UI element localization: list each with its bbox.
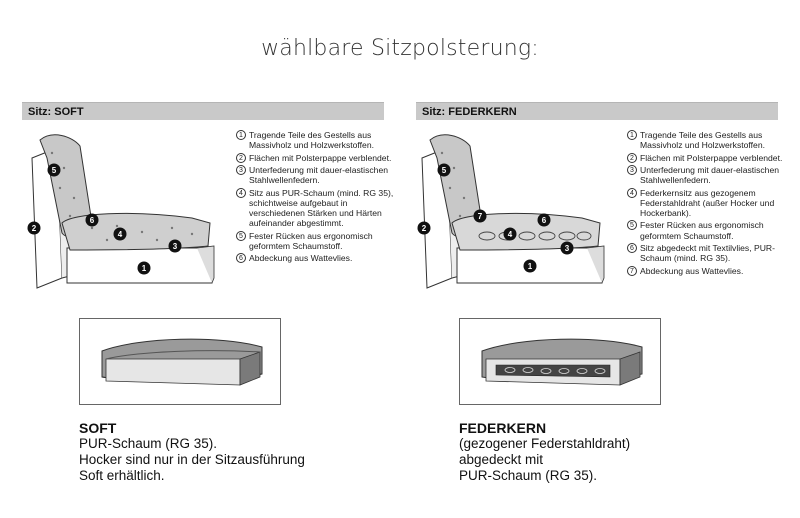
soft-caption-line: Hocker sind nur in der Sitzausführung — [79, 452, 305, 467]
marker-5: 5 — [52, 166, 57, 175]
federkern-caption-line: (gezogener Federstahldraht) — [459, 436, 631, 451]
marker-1: 1 — [142, 264, 147, 273]
federkern-caption: FEDERKERN (gezogener Federstahldraht) ab… — [459, 420, 630, 484]
federkern-cushion-illustration — [459, 318, 661, 405]
marker-4: 4 — [118, 230, 123, 239]
soft-seat-cross-section: 5 2 6 4 3 1 — [27, 134, 215, 289]
marker-5: 5 — [442, 166, 447, 175]
marker-2: 2 — [422, 224, 427, 233]
federkern-caption-line: abgedeckt mit — [459, 452, 544, 467]
marker-4: 4 — [508, 230, 513, 239]
page-title: wählbare Sitzpolsterung: — [261, 36, 539, 61]
federkern-panel-header: Sitz: FEDERKERN — [416, 102, 778, 120]
soft-caption-line: PUR-Schaum (RG 35). — [79, 436, 218, 451]
marker-7: 7 — [478, 212, 483, 221]
marker-3: 3 — [565, 244, 570, 253]
soft-panel-header: Sitz: SOFT — [22, 102, 384, 120]
federkern-seat-cross-section: 5 2 7 6 4 3 1 — [417, 134, 605, 289]
marker-6: 6 — [542, 216, 547, 225]
soft-caption: SOFT PUR-Schaum (RG 35). Hocker sind nur… — [79, 420, 305, 484]
marker-6: 6 — [90, 216, 95, 225]
marker-3: 3 — [173, 242, 178, 251]
federkern-caption-head: FEDERKERN — [459, 420, 547, 436]
marker-2: 2 — [32, 224, 37, 233]
marker-1: 1 — [528, 262, 533, 271]
soft-cushion-illustration — [79, 318, 281, 405]
soft-caption-line: Soft erhältlich. — [79, 468, 165, 483]
soft-caption-head: SOFT — [79, 420, 117, 436]
federkern-caption-line: PUR-Schaum (RG 35). — [459, 468, 598, 483]
